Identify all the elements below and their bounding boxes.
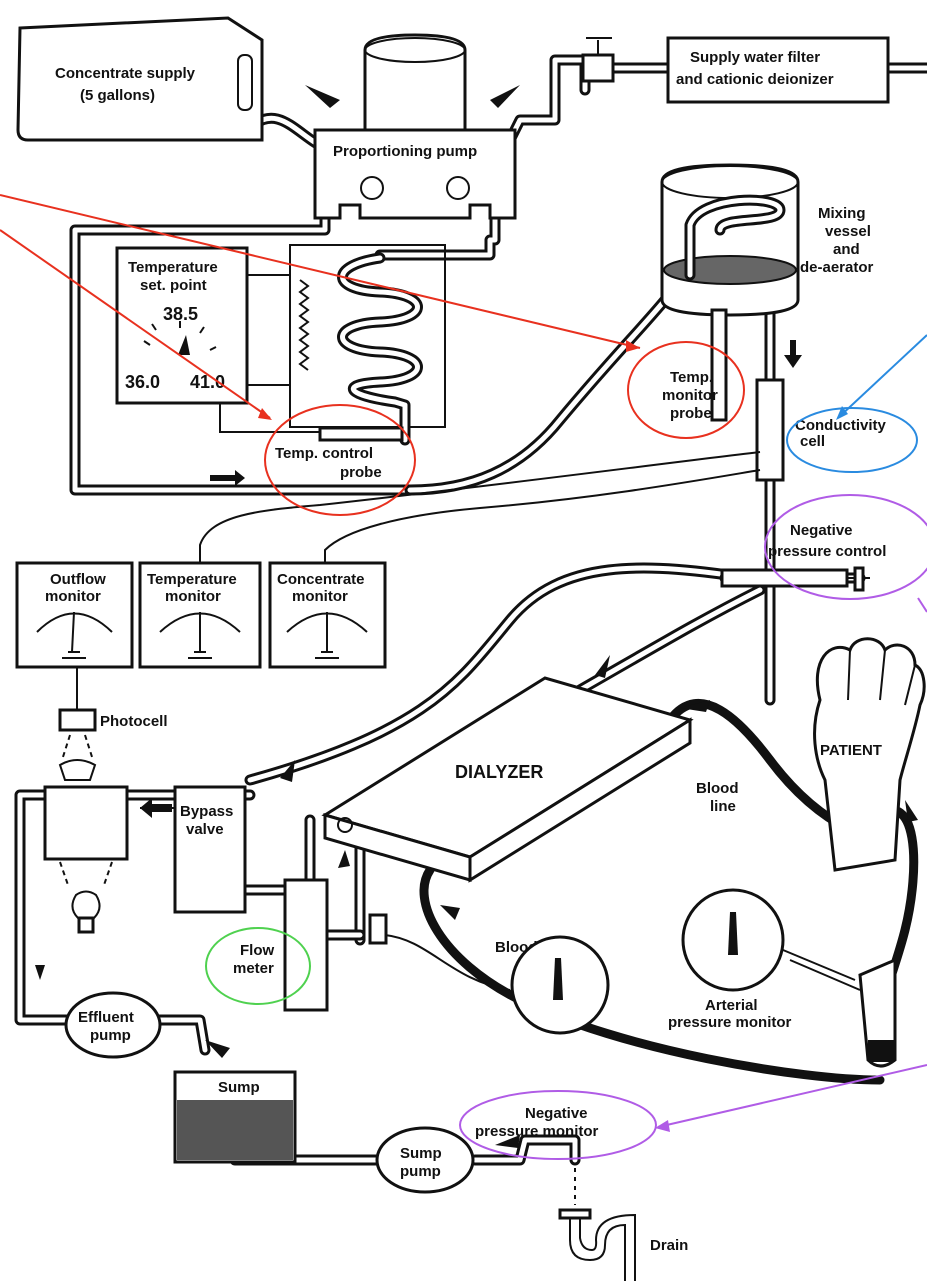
- sump: Sump: [173, 1070, 297, 1164]
- flow-meter-label-1: Flow: [240, 942, 274, 959]
- bypass-valve-label-1: Bypass: [180, 803, 233, 820]
- arterial-pressure-monitor-label-1: Arterial: [705, 997, 758, 1014]
- annotations: [0, 194, 927, 1160]
- temp-control-probe-highlight: [264, 404, 416, 516]
- negative-pressure-control: Negative pressure control: [720, 522, 886, 592]
- arrow-icon: [338, 850, 350, 868]
- concentrate-monitor-label-1: Concentrate: [277, 571, 365, 588]
- bypass-valve-label-2: valve: [186, 821, 224, 838]
- temperature-monitor: Temperature monitor: [138, 561, 262, 669]
- effluent-pump-label-1: Effluent: [78, 1009, 134, 1026]
- arterial-pressure-monitor: Arterial pressure monitor: [668, 888, 897, 1068]
- temp-monitor-probe-label-2: monitor: [662, 387, 718, 404]
- temperature-set-point-label-1: Temperature: [128, 259, 218, 276]
- supply-water-filter-label-2: and cationic deionizer: [676, 71, 834, 88]
- blood-line-upper-label-1: Blood: [696, 780, 739, 797]
- negative-pressure-control-label-2: pressure control: [768, 543, 886, 560]
- effluent-pump: Effluent pump: [64, 991, 162, 1059]
- flow-meter: Flow meter: [233, 878, 388, 1012]
- temperature-monitor-label-1: Temperature: [147, 571, 237, 588]
- arrow-icon: [495, 1135, 520, 1148]
- temperature-monitor-label-2: monitor: [165, 588, 221, 605]
- photocell-assembly: Photocell: [43, 708, 168, 934]
- outflow-monitor-label-1: Outflow: [50, 571, 106, 588]
- photocell-label: Photocell: [100, 713, 168, 730]
- arrow-icon: [35, 965, 45, 980]
- patient-hand: PATIENT: [813, 637, 926, 872]
- concentrate-supply-jug: Concentrate supply (5 gallons): [16, 16, 264, 142]
- proportioning-pump: Proportioning pump: [313, 33, 517, 220]
- concentrate-supply-label: Concentrate supply: [55, 65, 196, 82]
- concentrate-monitor: Concentrate monitor: [268, 561, 387, 669]
- dialyzer: DIALYZER: [321, 676, 694, 883]
- arrow-icon: [905, 800, 918, 822]
- conductivity-cell: Conductivity cell: [755, 378, 886, 482]
- patient-label: PATIENT: [820, 742, 882, 759]
- mixing-vessel-label-2: vessel: [825, 223, 871, 240]
- negative-pressure-monitor-highlight: [459, 1090, 657, 1160]
- supply-water-filter-label-1: Supply water filter: [690, 49, 820, 66]
- temp-monitor-probe-highlight: [627, 341, 745, 439]
- temp-setpoint-value: 38.5: [163, 304, 198, 324]
- sump-label: Sump: [218, 1079, 260, 1096]
- outflow-monitor-label-2: monitor: [45, 588, 101, 605]
- sump-pump-label-2: pump: [400, 1163, 441, 1180]
- temp-scale-max: 41.0: [190, 372, 225, 392]
- drain-label: Drain: [650, 1237, 688, 1254]
- concentrate-supply-volume: (5 gallons): [80, 87, 155, 104]
- drain: Drain: [558, 1168, 688, 1281]
- negative-pressure-control-label-1: Negative: [790, 522, 853, 539]
- negative-pressure-monitor: Negative pressure monitor: [475, 935, 610, 1140]
- blood-line-upper-label-2: line: [710, 798, 736, 815]
- temperature-set-point-label-2: set. point: [140, 277, 207, 294]
- temp-monitor-probe-label-3: probe: [670, 405, 712, 422]
- mixing-vessel-label-1: Mixing: [818, 205, 866, 222]
- arrow-icon: [280, 760, 295, 782]
- temp-control-probe-label-1: Temp. control: [275, 445, 373, 462]
- temperature-dial-needle: [178, 335, 190, 355]
- negative-pressure-control-highlight: [764, 494, 927, 600]
- heater-coil-assembly: [289, 244, 446, 446]
- temp-scale-min: 36.0: [125, 372, 160, 392]
- sump-pump-label-1: Sump: [400, 1145, 442, 1162]
- arrow-icon: [305, 85, 340, 108]
- conductivity-cell-highlight: [786, 407, 918, 473]
- arrow-icon: [210, 470, 245, 486]
- temp-control-probe-label-2: probe: [340, 464, 382, 481]
- proportioning-pump-label: Proportioning pump: [333, 143, 477, 160]
- conductivity-cell-label-2: cell: [800, 433, 825, 450]
- dialyzer-label: DIALYZER: [455, 762, 543, 782]
- mixing-vessel: Mixing vessel and de-aerator: [660, 163, 874, 422]
- flow-meter-label-2: meter: [233, 960, 274, 977]
- outflow-monitor: Outflow monitor: [15, 561, 134, 669]
- arterial-pressure-monitor-label-2: pressure monitor: [668, 1014, 792, 1031]
- flow-meter-highlight: [205, 927, 311, 1005]
- arrow-icon: [440, 905, 460, 920]
- negative-pressure-monitor-label-1: Negative: [525, 1105, 588, 1122]
- conductivity-cell-label-1: Conductivity: [795, 417, 886, 434]
- sump-pump: Sump pump: [375, 1126, 475, 1194]
- arrow-icon: [490, 85, 520, 108]
- arrow-icon: [784, 340, 802, 368]
- temp-monitor-probe-label-1: Temp.: [670, 369, 713, 386]
- arrow-icon: [680, 700, 710, 712]
- supply-water-filter: Supply water filter and cationic deioniz…: [581, 36, 890, 104]
- concentrate-monitor-label-2: monitor: [292, 588, 348, 605]
- arrow-icon: [205, 1040, 230, 1058]
- arrow-icon: [595, 655, 610, 678]
- mixing-vessel-label-4: de-aerator: [800, 259, 874, 276]
- bypass-valve: Bypass valve: [140, 785, 247, 914]
- effluent-pump-label-2: pump: [90, 1027, 131, 1044]
- arrow-icon: [140, 798, 172, 818]
- flow-arrows: [35, 85, 918, 1148]
- negative-pressure-monitor-label-2: pressure monitor: [475, 1123, 599, 1140]
- mixing-vessel-label-3: and: [833, 241, 860, 258]
